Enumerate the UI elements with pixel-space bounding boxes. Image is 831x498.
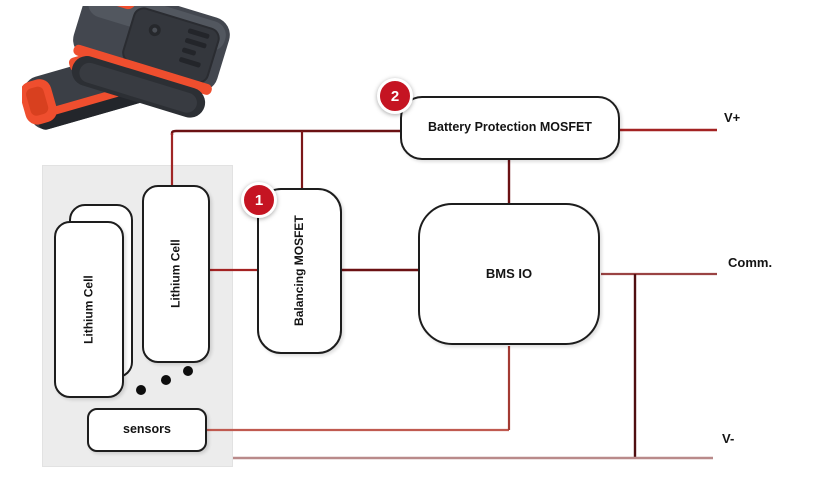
bms-io-label: BMS IO (485, 265, 533, 281)
battery-protection-mosfet-label: Battery Protection MOSFET (428, 120, 592, 135)
ellipsis-dot (183, 366, 193, 376)
terminal-v-minus: V- (722, 431, 735, 446)
ellipsis-dot (161, 375, 171, 385)
wire-top-bus (170, 129, 400, 135)
badge-1-number: 1 (254, 191, 264, 209)
balancing-mosfet-box: Balancing MOSFET (257, 188, 342, 354)
lithium-cell-right-box: Lithium Cell (142, 185, 210, 363)
badge-2: 2 (377, 78, 413, 114)
battery-upper (71, 6, 230, 118)
badge-1: 1 (241, 182, 277, 218)
bms-io-box: BMS IO (418, 203, 600, 345)
ellipsis-dot (136, 385, 146, 395)
lithium-cell-left-label: Lithium Cell (81, 275, 96, 344)
balancing-mosfet-label: Balancing MOSFET (291, 215, 306, 327)
terminal-comm: Comm. (728, 255, 773, 270)
sensors-label: sensors (123, 422, 171, 437)
battery-pack-photo (22, 6, 230, 130)
badge-2-number: 2 (390, 87, 400, 105)
lithium-cell-right-label: Lithium Cell (168, 239, 183, 309)
lithium-cell-left-box: Lithium Cell (54, 221, 124, 398)
sensors-box: sensors (87, 408, 207, 452)
terminal-v-plus: V+ (724, 110, 741, 125)
battery-protection-mosfet-box: Battery Protection MOSFET (400, 96, 620, 160)
